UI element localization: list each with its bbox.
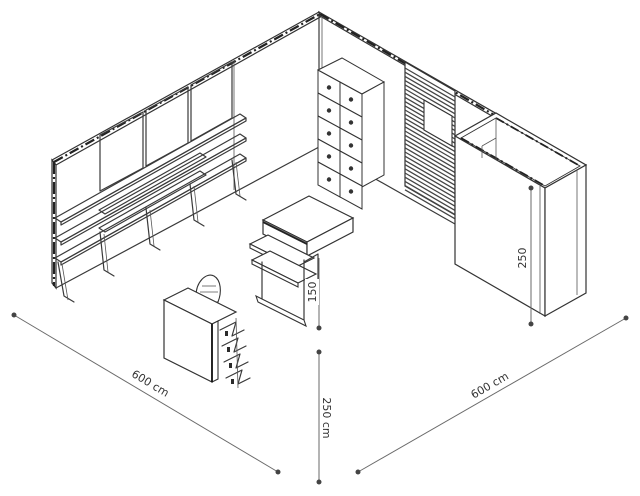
wall-shelves xyxy=(54,113,247,303)
cube-shelf-unit xyxy=(316,57,386,210)
slatwall-panel xyxy=(404,60,456,220)
height-label: 250 cm xyxy=(320,397,333,438)
dimension-left-width xyxy=(11,312,281,475)
left-width-label: 600 cm xyxy=(129,367,171,399)
dimension-cabin-height xyxy=(528,185,534,327)
brochure-rack xyxy=(219,317,251,389)
cabin-height-label: 250 xyxy=(516,248,529,269)
dimension-height xyxy=(316,349,322,485)
counter-height-label: 150 xyxy=(306,282,319,303)
dimension-right-width xyxy=(355,315,629,475)
display-table xyxy=(261,195,355,257)
reception-desk xyxy=(162,287,238,383)
storage-cabin xyxy=(453,112,588,318)
counter-shelf-stand xyxy=(248,234,319,328)
